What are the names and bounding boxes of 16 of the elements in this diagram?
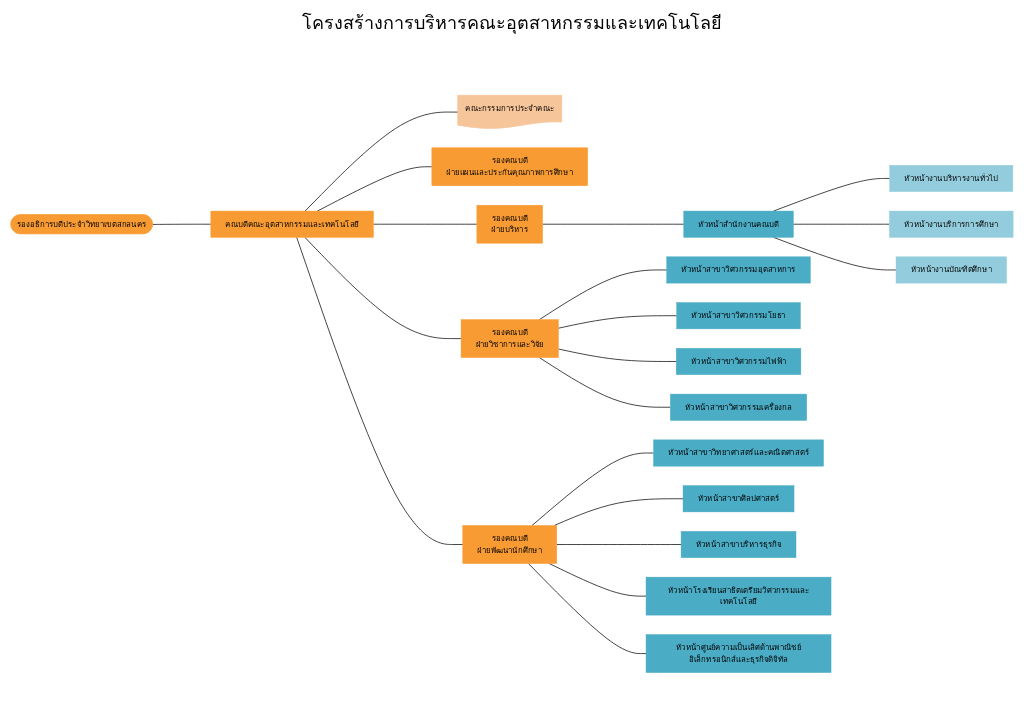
connector [539, 269, 668, 320]
connector [304, 236, 462, 339]
connector [558, 314, 678, 329]
connector [152, 223, 212, 225]
connector [296, 236, 464, 545]
connector [317, 165, 433, 211]
connector [558, 348, 677, 362]
connector [548, 562, 647, 596]
connector [539, 356, 671, 408]
connector [553, 497, 684, 526]
connector [531, 452, 654, 526]
connector [773, 236, 897, 270]
connector [556, 543, 682, 545]
connector [528, 562, 647, 654]
connector [304, 111, 459, 211]
diagram-title: โครงสร้างการบริหารคณะอุตสาหกรรมและเทคโนโลยี [301, 11, 723, 36]
